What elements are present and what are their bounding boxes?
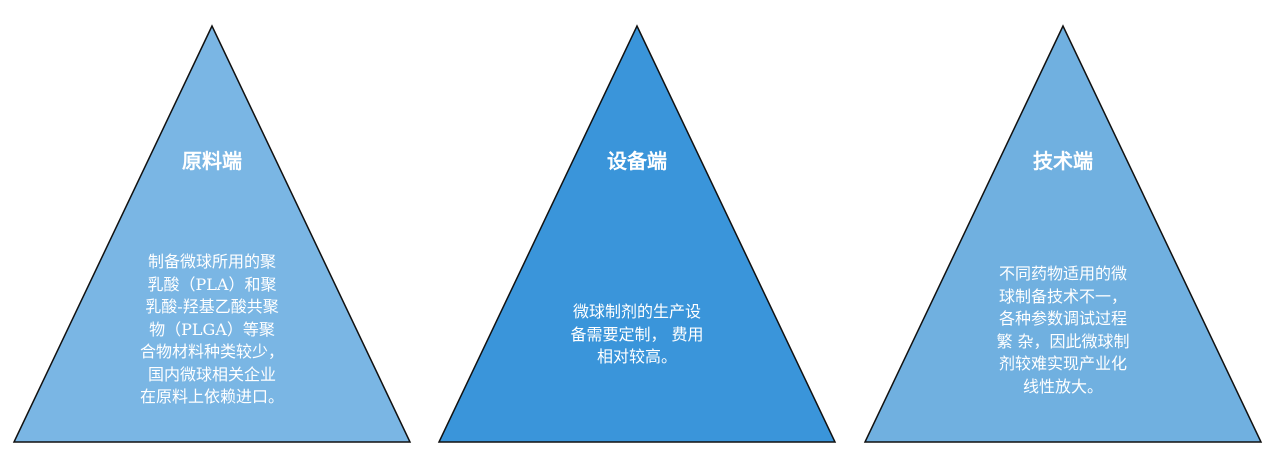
triangle-technology [863, 24, 1263, 443]
text-line: 制备微球所用的聚 [147, 252, 276, 271]
text-line: 不同药物适用的微 [998, 264, 1127, 283]
title-equipment: 设备端 [607, 149, 667, 173]
title-raw-materials: 原料端 [182, 149, 242, 173]
text-line: 物（PLGA）等聚 [149, 319, 275, 339]
triangle-raw-materials [12, 24, 412, 443]
text-line: 在原料上依赖进口。 [139, 387, 284, 406]
text-line: 剂较难实现产业化 [998, 354, 1127, 373]
text-technology: 不同药物适用的微 球制备技术不一， 各种参数调试过程 繁 杂，因此微球制 剂较难… [953, 263, 1173, 398]
text-line: 合物材料种类较少， [139, 342, 284, 361]
text-line: 国内微球相关企业 [147, 364, 276, 384]
text-line: 备需要定制， 费用 [570, 324, 704, 344]
text-line: 球制备技术不一， [998, 286, 1127, 306]
text-equipment: 微球制剂的生产设 备需要定制， 费用 相对较高。 [527, 301, 747, 369]
title-technology: 技术端 [1033, 149, 1093, 173]
text-line: 相对较高。 [596, 347, 677, 366]
text-line: 繁 杂，因此微球制 [996, 331, 1130, 351]
text-line: 乳酸-羟基乙酸共聚 [145, 297, 279, 316]
text-line: 乳酸（PLA）和聚 [147, 274, 277, 294]
triangle-equipment [437, 24, 837, 443]
text-line: 各种参数调试过程 [998, 309, 1127, 328]
text-line: 线性放大。 [1022, 376, 1103, 396]
text-line: 微球制剂的生产设 [572, 302, 701, 321]
text-raw-materials: 制备微球所用的聚 乳酸（PLA）和聚 乳酸-羟基乙酸共聚 物（PLGA）等聚 合… [102, 251, 322, 409]
